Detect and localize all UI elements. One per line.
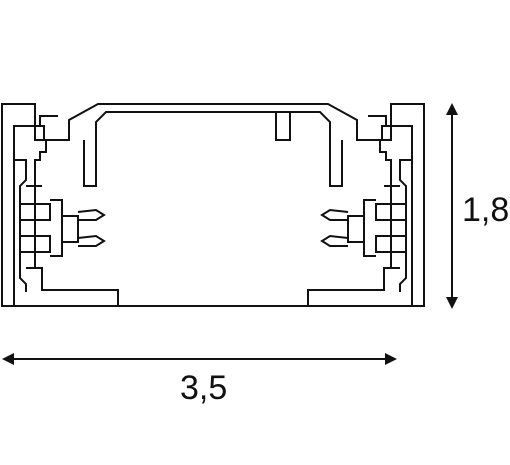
width-label: 3,5 — [180, 369, 227, 407]
height-label: 1,8 — [462, 191, 509, 229]
right-conductor-assembly — [320, 159, 412, 292]
center-rib — [275, 112, 291, 141]
height-dimension-arrow — [446, 103, 458, 309]
width-dimension-arrow — [2, 353, 397, 365]
left-conductor-assembly — [14, 159, 106, 292]
center-rib-right — [368, 115, 387, 126]
track-profile-outline — [1, 103, 425, 307]
inner-channel — [83, 111, 343, 187]
center-rib-left — [39, 115, 58, 126]
